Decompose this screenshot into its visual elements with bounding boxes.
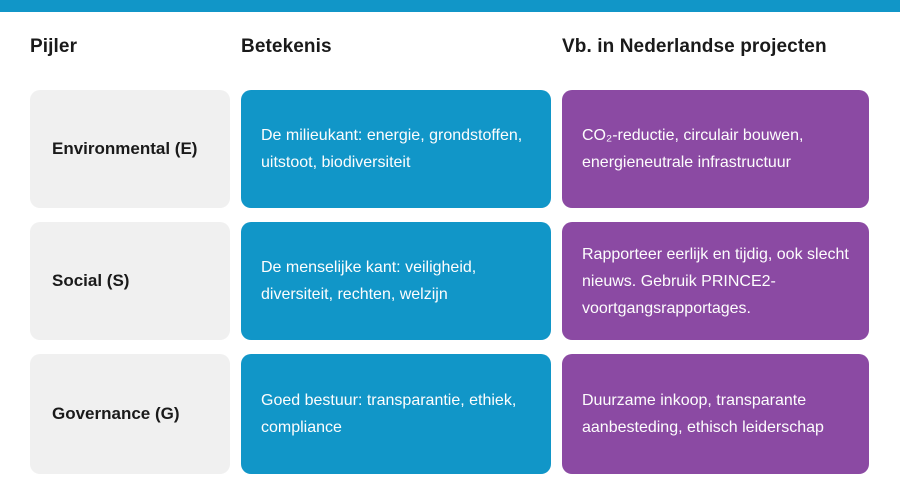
voorbeeld-text-governance: Duurzame inkoop, transparante aanbestedi… [582,392,824,436]
top-accent-bar [0,0,900,12]
voorbeeld-cell-environmental: CO₂-reductie, circulair bouwen, energien… [562,90,869,208]
esg-table: Environmental (E) De milieukant: energie… [30,90,869,474]
column-header-betekenis: Betekenis [241,36,332,57]
pillar-label-governance: Governance (G) [52,404,180,423]
betekenis-text-environmental: De milieukant: energie, grondstoffen, ui… [261,127,523,171]
voorbeeld-text-environmental: CO₂-reductie, circulair bouwen, energien… [582,127,804,171]
voorbeeld-text-social: Rapporteer eerlijk en tijdig, ook slecht… [582,245,849,317]
pillar-cell-governance: Governance (G) [30,354,230,474]
pillar-cell-environmental: Environmental (E) [30,90,230,208]
pillar-label-environmental: Environmental (E) [52,139,198,158]
pillar-label-social: Social (S) [52,271,130,290]
column-header-voorbeelden: Vb. in Nederlandse projecten [562,36,827,57]
betekenis-text-governance: Goed bestuur: transparantie, ethiek, com… [261,392,517,436]
betekenis-cell-environmental: De milieukant: energie, grondstoffen, ui… [241,90,551,208]
betekenis-cell-governance: Goed bestuur: transparantie, ethiek, com… [241,354,551,474]
voorbeeld-cell-governance: Duurzame inkoop, transparante aanbestedi… [562,354,869,474]
betekenis-text-social: De menselijke kant: veiligheid, diversit… [261,259,477,303]
pillar-cell-social: Social (S) [30,222,230,340]
betekenis-cell-social: De menselijke kant: veiligheid, diversit… [241,222,551,340]
table-header-row: Pijler Betekenis Vb. in Nederlandse proj… [30,36,869,58]
column-header-pijler: Pijler [30,36,78,57]
voorbeeld-cell-social: Rapporteer eerlijk en tijdig, ook slecht… [562,222,869,340]
